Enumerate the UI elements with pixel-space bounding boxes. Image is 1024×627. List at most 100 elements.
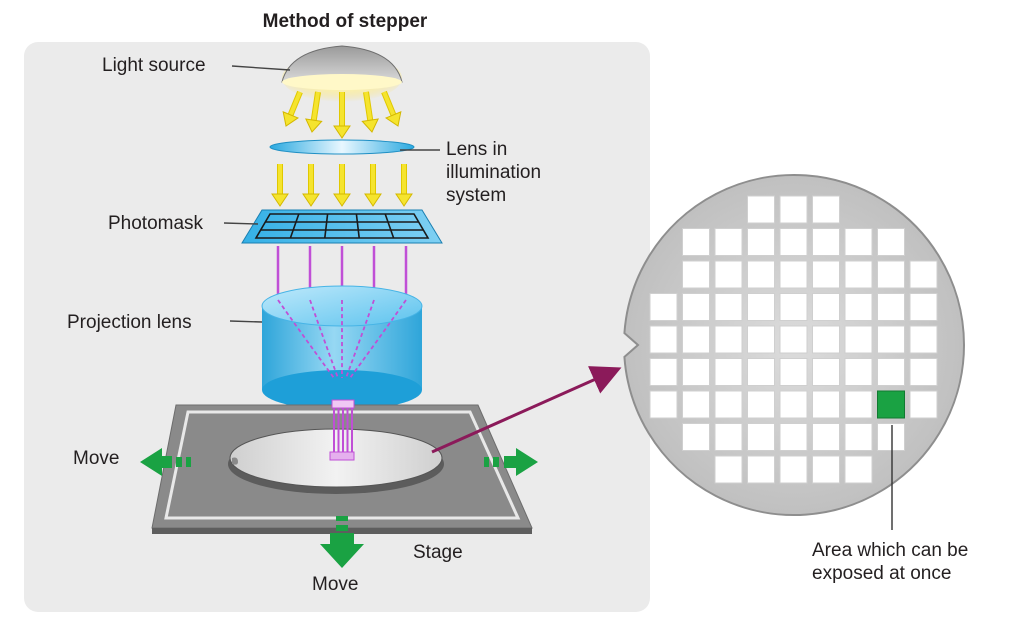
wafer-die xyxy=(812,293,840,321)
wafer-die xyxy=(877,358,905,386)
wafer-die xyxy=(747,228,775,256)
light-ray-upper xyxy=(381,90,402,127)
wafer-die xyxy=(779,325,808,354)
wafer-die xyxy=(812,260,840,289)
label-projection-lens: Projection lens xyxy=(67,312,192,333)
leader-light-source xyxy=(231,65,291,71)
photomask xyxy=(241,209,443,244)
wafer-die xyxy=(747,390,775,419)
wafer-die xyxy=(812,325,840,354)
label-stage: Stage xyxy=(413,542,463,563)
light-ray-lower xyxy=(364,164,382,207)
move-arrow-icon-down xyxy=(320,516,364,568)
wafer-die xyxy=(844,390,873,419)
light-rays-lower xyxy=(271,164,413,207)
diagram-title: Method of stepper xyxy=(263,11,428,32)
beam-footprint xyxy=(329,451,355,461)
wafer-die xyxy=(844,325,873,354)
wafer-die xyxy=(779,195,808,224)
magnify-pointer-arrow xyxy=(431,366,622,454)
projection-beam xyxy=(277,299,407,379)
wafer-on-stage xyxy=(228,428,444,494)
label-photomask: Photomask xyxy=(108,213,204,234)
wafer-die xyxy=(844,260,873,289)
wafer-die xyxy=(747,358,775,386)
wafer-die xyxy=(779,228,808,256)
mask-pattern-line xyxy=(384,213,395,239)
wafer-die xyxy=(714,260,743,289)
label-exposure-area: Area which can be exposed at once xyxy=(812,540,974,584)
wafer-die xyxy=(747,293,775,321)
wafer-die xyxy=(909,390,938,419)
label-illumination-lens-line2: illumination xyxy=(446,162,541,183)
wafer-die xyxy=(909,325,938,354)
leader-projection-lens xyxy=(229,320,263,323)
light-rays-upper xyxy=(282,90,402,139)
projection-ray-converge xyxy=(277,299,335,379)
wafer-die xyxy=(714,325,743,354)
light-ray-upper xyxy=(305,91,323,133)
label-move-down: Move xyxy=(312,574,358,595)
light-ray-upper xyxy=(333,92,351,139)
wafer-die xyxy=(844,228,873,256)
label-illumination-lens-line3: system xyxy=(446,185,506,206)
wafer-die xyxy=(812,358,840,386)
projection-ray-converge xyxy=(345,299,375,379)
wafer-die xyxy=(649,293,678,321)
projection-ray-converge xyxy=(309,299,339,379)
beam-cap xyxy=(331,399,355,409)
label-illumination-lens-line1: Lens in xyxy=(446,139,507,160)
mask-pattern-line xyxy=(324,213,329,239)
wafer-die xyxy=(649,390,678,419)
wafer-die xyxy=(844,455,873,484)
exposure-area-die xyxy=(877,390,905,419)
wafer-die xyxy=(682,358,710,386)
mask-pattern-line xyxy=(355,213,360,239)
wafer-die xyxy=(682,228,710,256)
wafer-die xyxy=(682,325,710,354)
wafer-die xyxy=(909,358,938,386)
wafer-die xyxy=(779,260,808,289)
light-source-icon xyxy=(281,45,403,102)
wafer-die xyxy=(812,390,840,419)
wafer-die xyxy=(909,293,938,321)
wafer-die xyxy=(779,358,808,386)
projection-ray-converge xyxy=(349,299,407,379)
light-ray-lower xyxy=(271,164,289,207)
light-ray-upper xyxy=(361,91,379,133)
wafer-die xyxy=(877,260,905,289)
wafer-die xyxy=(649,325,678,354)
wafer-die xyxy=(747,195,775,224)
wafer-die xyxy=(747,455,775,484)
leader-photomask xyxy=(223,222,259,225)
wafer-die xyxy=(714,423,743,451)
light-ray-lower xyxy=(333,164,351,207)
wafer-die xyxy=(779,293,808,321)
wafer-die xyxy=(877,228,905,256)
wafer-die xyxy=(714,293,743,321)
wafer-die xyxy=(649,358,678,386)
light-ray-lower xyxy=(395,164,413,207)
exposure-beam xyxy=(329,399,355,461)
label-illumination-lens: Lens in illumination system xyxy=(446,139,546,206)
magnified-wafer xyxy=(623,174,965,516)
wafer-die xyxy=(682,390,710,419)
wafer-die xyxy=(714,390,743,419)
wafer-die xyxy=(812,455,840,484)
wafer-die xyxy=(812,423,840,451)
wafer-die xyxy=(714,455,743,484)
wafer-die xyxy=(877,423,905,451)
move-arrow-icon-left xyxy=(140,448,191,476)
projection-lens xyxy=(261,285,423,410)
light-ray-upper xyxy=(282,90,303,127)
wafer-die xyxy=(812,228,840,256)
wafer-die xyxy=(844,293,873,321)
wafer-die xyxy=(714,358,743,386)
wafer-die xyxy=(747,423,775,451)
illumination-lens xyxy=(269,139,415,155)
wafer-die xyxy=(844,358,873,386)
label-move-left: Move xyxy=(73,448,119,469)
wafer-die xyxy=(812,195,840,224)
label-light-source: Light source xyxy=(102,55,206,76)
